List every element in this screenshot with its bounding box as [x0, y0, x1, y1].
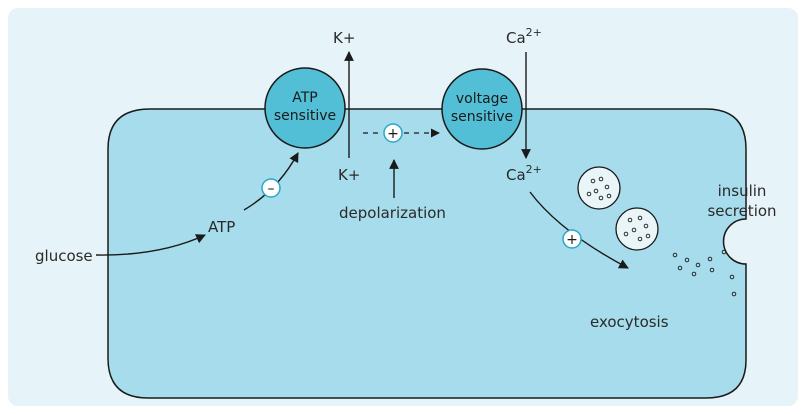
k-out-label: K+: [333, 29, 355, 47]
depolarization-plus-sign: +: [384, 124, 402, 142]
svg-text:+: +: [387, 126, 399, 142]
svg-text:+: +: [566, 232, 578, 248]
voltage-sensitive-channel: voltage sensitive: [442, 69, 522, 149]
k-in-label: K+: [338, 166, 360, 184]
atp-label: ATP: [208, 218, 235, 236]
insulin-label-line2: secretion: [707, 202, 776, 220]
exocytosis-plus-sign: +: [563, 230, 581, 248]
exocytosis-label: exocytosis: [590, 313, 669, 331]
cell-body: [108, 109, 746, 398]
inhibit-sign: –: [262, 179, 280, 197]
depolarization-label: depolarization: [339, 204, 446, 222]
atp-channel-label-1: ATP: [292, 90, 317, 106]
glucose-label: glucose: [35, 247, 93, 265]
insulin-label-line1: insulin: [718, 182, 767, 200]
atp-channel-label-2: sensitive: [274, 108, 336, 124]
insulin-vesicle: [578, 167, 620, 209]
svg-text:–: –: [268, 181, 275, 197]
atp-sensitive-channel: ATP sensitive: [265, 68, 345, 148]
voltage-channel-label-2: sensitive: [451, 109, 513, 125]
voltage-channel-label-1: voltage: [456, 91, 508, 107]
insulin-vesicle: [616, 208, 658, 250]
